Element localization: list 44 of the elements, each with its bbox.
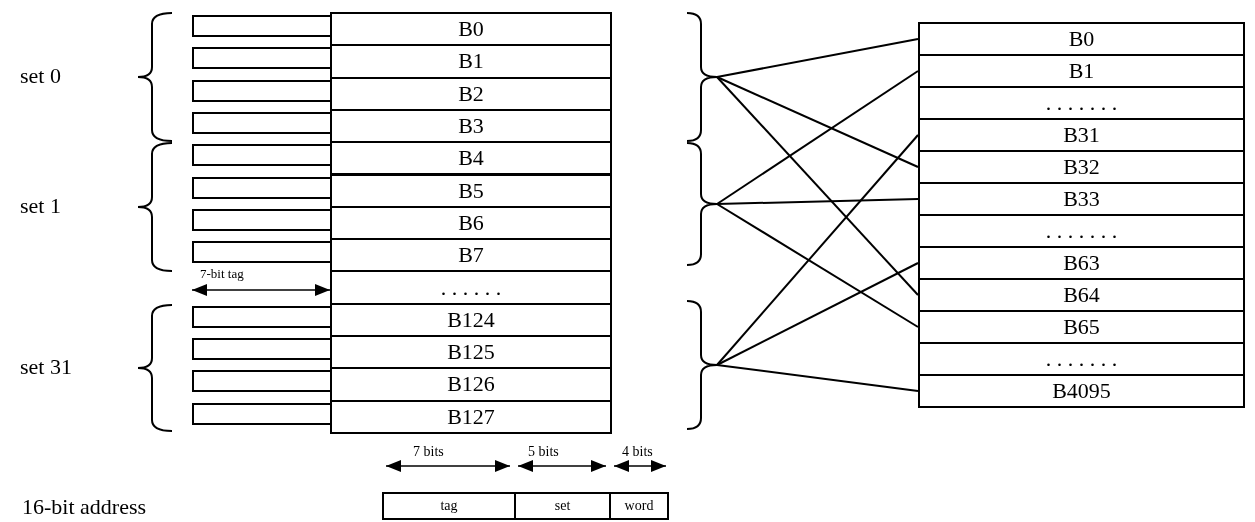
address-field: set — [514, 492, 611, 520]
dimension-label: 7-bit tag — [200, 266, 244, 282]
memory-block: B33 — [918, 182, 1245, 216]
tag-field — [192, 338, 332, 360]
connector-line — [716, 262, 919, 366]
address-field: tag — [382, 492, 516, 520]
tag-field — [192, 144, 332, 167]
tag-field — [192, 111, 332, 134]
connector-line — [716, 364, 919, 392]
tag-field — [192, 208, 332, 231]
connector-line — [716, 134, 919, 366]
tag-field — [192, 305, 332, 328]
connector-line — [716, 38, 919, 78]
tag-field — [192, 79, 332, 102]
tag-field — [192, 176, 332, 199]
set-label: set 0 — [20, 63, 61, 89]
connector-line — [716, 76, 919, 168]
memory-block: . . . . . . . — [918, 342, 1245, 376]
memory-block: B64 — [918, 278, 1245, 312]
dimension-label: 5 bits — [528, 444, 559, 460]
dimension-label: 4 bits — [622, 444, 653, 460]
memory-block: B63 — [918, 246, 1245, 280]
dimension-label: 7 bits — [413, 444, 444, 460]
memory-block: B4095 — [918, 374, 1245, 408]
memory-block: B32 — [918, 150, 1245, 184]
address-field: word — [609, 492, 669, 520]
connector-line — [716, 70, 919, 205]
address-label: 16-bit address — [22, 494, 147, 520]
connector-line — [716, 76, 919, 296]
connector-line — [716, 198, 919, 205]
tag-field — [192, 241, 332, 264]
memory-block: . . . . . . . — [918, 86, 1245, 120]
memory-block: B0 — [918, 22, 1245, 56]
set-label: set 1 — [20, 193, 61, 219]
memory-block: B65 — [918, 310, 1245, 344]
tag-field — [192, 47, 332, 70]
memory-block: B31 — [918, 118, 1245, 152]
set-label: set 31 — [20, 354, 72, 380]
connector-line — [716, 203, 919, 328]
tag-field — [192, 370, 332, 393]
memory-block: B1 — [918, 54, 1245, 88]
tag-field — [192, 402, 332, 425]
memory-block: . . . . . . . — [918, 214, 1245, 248]
tag-field — [192, 15, 332, 37]
